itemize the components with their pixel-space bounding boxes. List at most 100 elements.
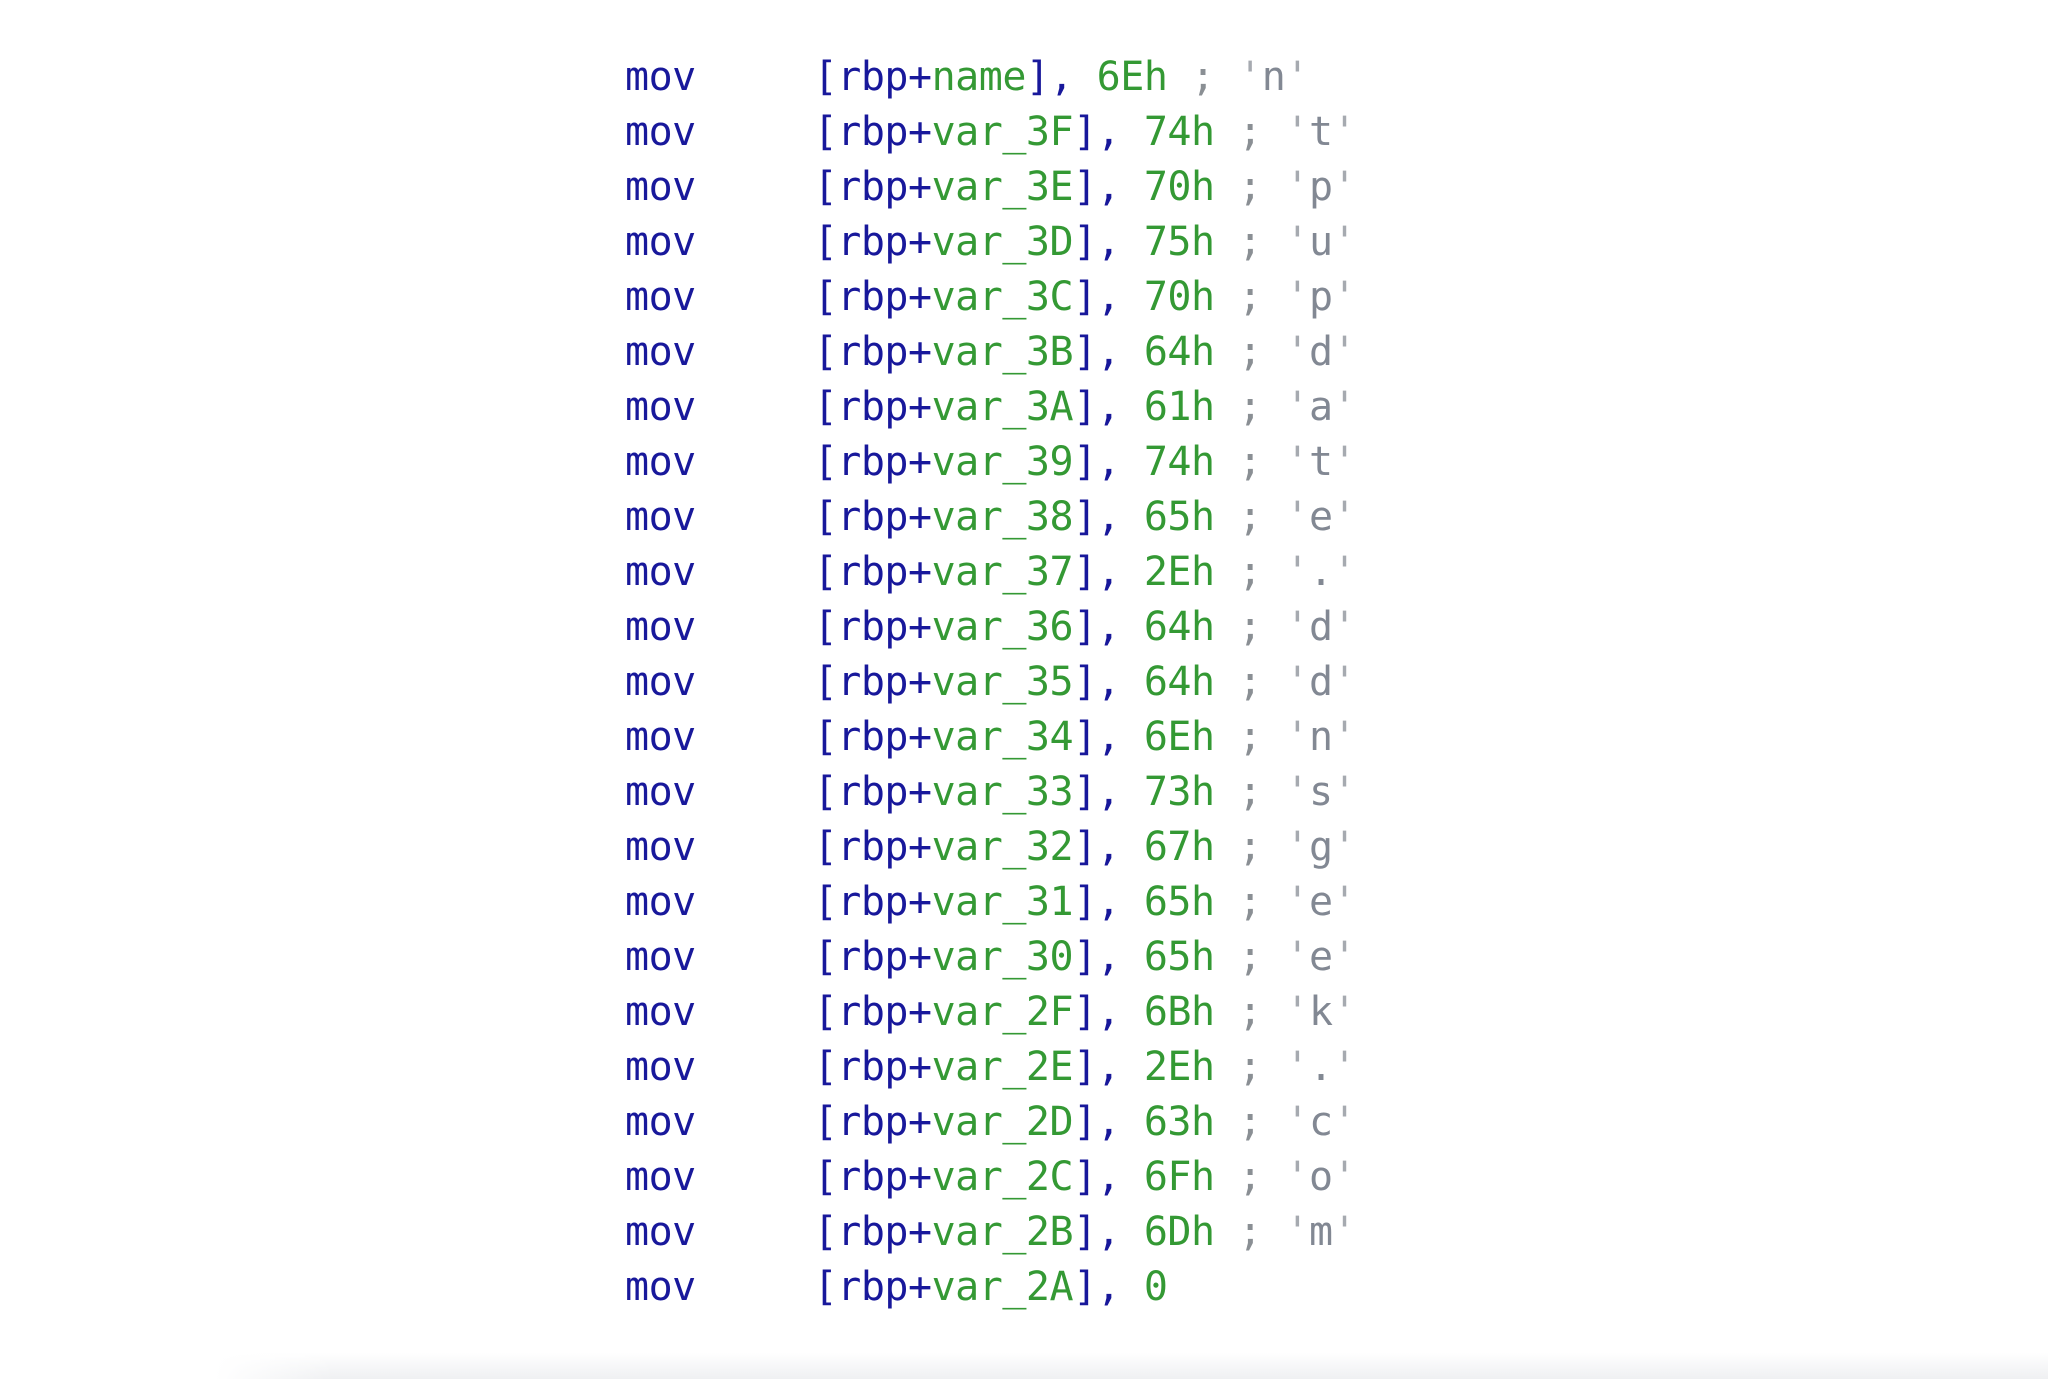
operand-open-bracket: [rbp+ bbox=[813, 329, 932, 375]
stack-var-name[interactable]: var_36 bbox=[931, 604, 1074, 650]
comment-semicolon: ; bbox=[1214, 769, 1286, 815]
stack-var-name[interactable]: var_37 bbox=[931, 549, 1074, 595]
stack-var-name[interactable]: var_2E bbox=[931, 1044, 1074, 1090]
stack-var-name[interactable]: name bbox=[931, 54, 1027, 100]
stack-var-name[interactable]: var_2A bbox=[931, 1264, 1074, 1310]
asm-line[interactable]: mov [rbp+var_3C], 70h ; 'p' bbox=[625, 270, 1357, 325]
operand-close-bracket: ], bbox=[1073, 879, 1144, 925]
stack-var-name[interactable]: var_39 bbox=[931, 439, 1074, 485]
immediate-value[interactable]: 63h bbox=[1143, 1099, 1215, 1145]
immediate-value[interactable]: 6Eh bbox=[1096, 54, 1168, 100]
mnemonic: mov bbox=[625, 219, 696, 265]
immediate-value[interactable]: 64h bbox=[1143, 604, 1215, 650]
asm-line[interactable]: mov [rbp+var_30], 65h ; 'e' bbox=[625, 930, 1357, 985]
char-literal: d bbox=[1308, 659, 1333, 705]
stack-var-name[interactable]: var_38 bbox=[931, 494, 1074, 540]
immediate-value[interactable]: 6Dh bbox=[1143, 1209, 1215, 1255]
operand-open-bracket: [rbp+ bbox=[813, 1209, 932, 1255]
char-literal-open-quote: ' bbox=[1285, 659, 1309, 705]
asm-line[interactable]: mov [rbp+var_2D], 63h ; 'c' bbox=[625, 1095, 1357, 1150]
immediate-value[interactable]: 73h bbox=[1143, 769, 1215, 815]
asm-line[interactable]: mov [rbp+var_33], 73h ; 's' bbox=[625, 765, 1357, 820]
immediate-value[interactable]: 64h bbox=[1143, 329, 1215, 375]
char-literal: g bbox=[1308, 824, 1333, 870]
comment-semicolon: ; bbox=[1214, 329, 1286, 375]
stack-var-name[interactable]: var_3A bbox=[931, 384, 1074, 430]
operand-open-bracket: [rbp+ bbox=[813, 1044, 932, 1090]
immediate-value[interactable]: 65h bbox=[1143, 879, 1215, 925]
operand-open-bracket: [rbp+ bbox=[813, 549, 932, 595]
stack-var-name[interactable]: var_33 bbox=[931, 769, 1074, 815]
char-literal-open-quote: ' bbox=[1285, 274, 1309, 320]
stack-var-name[interactable]: var_3B bbox=[931, 329, 1074, 375]
mnemonic: mov bbox=[625, 879, 696, 925]
char-literal: e bbox=[1308, 494, 1333, 540]
asm-line[interactable]: mov [rbp+var_2B], 6Dh ; 'm' bbox=[625, 1205, 1357, 1260]
mnemonic-padding bbox=[696, 1209, 814, 1255]
mnemonic-padding bbox=[696, 879, 814, 925]
operand-open-bracket: [rbp+ bbox=[813, 219, 932, 265]
stack-var-name[interactable]: var_2D bbox=[931, 1099, 1074, 1145]
asm-line[interactable]: mov [rbp+var_2E], 2Eh ; '.' bbox=[625, 1040, 1357, 1095]
stack-var-name[interactable]: var_30 bbox=[931, 934, 1074, 980]
char-literal: . bbox=[1308, 1044, 1333, 1090]
asm-line[interactable]: mov [rbp+var_3F], 74h ; 't' bbox=[625, 105, 1357, 160]
stack-var-name[interactable]: var_34 bbox=[931, 714, 1074, 760]
stack-var-name[interactable]: var_2B bbox=[931, 1209, 1074, 1255]
asm-line[interactable]: mov [rbp+var_32], 67h ; 'g' bbox=[625, 820, 1357, 875]
asm-line[interactable]: mov [rbp+var_3B], 64h ; 'd' bbox=[625, 325, 1357, 380]
stack-var-name[interactable]: var_32 bbox=[931, 824, 1074, 870]
asm-line[interactable]: mov [rbp+var_2C], 6Fh ; 'o' bbox=[625, 1150, 1357, 1205]
asm-line[interactable]: mov [rbp+var_3E], 70h ; 'p' bbox=[625, 160, 1357, 215]
stack-var-name[interactable]: var_2C bbox=[931, 1154, 1074, 1200]
comment-semicolon: ; bbox=[1214, 1099, 1286, 1145]
immediate-value[interactable]: 0 bbox=[1143, 1264, 1168, 1310]
immediate-value[interactable]: 67h bbox=[1143, 824, 1215, 870]
disassembly-listing[interactable]: mov [rbp+name], 6Eh ; 'n'mov [rbp+var_3F… bbox=[625, 50, 1357, 1315]
asm-line[interactable]: mov [rbp+var_37], 2Eh ; '.' bbox=[625, 545, 1357, 600]
operand-close-bracket: ], bbox=[1073, 824, 1144, 870]
immediate-value[interactable]: 6Eh bbox=[1143, 714, 1215, 760]
asm-line[interactable]: mov [rbp+var_31], 65h ; 'e' bbox=[625, 875, 1357, 930]
asm-line[interactable]: mov [rbp+var_3A], 61h ; 'a' bbox=[625, 380, 1357, 435]
immediate-value[interactable]: 70h bbox=[1143, 274, 1215, 320]
immediate-value[interactable]: 65h bbox=[1143, 494, 1215, 540]
asm-line[interactable]: mov [rbp+var_38], 65h ; 'e' bbox=[625, 490, 1357, 545]
stack-var-name[interactable]: var_35 bbox=[931, 659, 1074, 705]
asm-line[interactable]: mov [rbp+var_2A], 0 bbox=[625, 1260, 1356, 1315]
operand-open-bracket: [rbp+ bbox=[813, 494, 932, 540]
stack-var-name[interactable]: var_31 bbox=[931, 879, 1074, 925]
char-literal-open-quote: ' bbox=[1285, 1154, 1309, 1200]
immediate-value[interactable]: 70h bbox=[1143, 164, 1215, 210]
immediate-value[interactable]: 2Eh bbox=[1143, 1044, 1215, 1090]
immediate-value[interactable]: 2Eh bbox=[1143, 549, 1215, 595]
immediate-value[interactable]: 74h bbox=[1143, 439, 1215, 485]
char-literal-open-quote: ' bbox=[1285, 1099, 1309, 1145]
asm-line[interactable]: mov [rbp+var_35], 64h ; 'd' bbox=[625, 655, 1357, 710]
asm-line[interactable]: mov [rbp+var_39], 74h ; 't' bbox=[625, 435, 1357, 490]
immediate-value[interactable]: 61h bbox=[1143, 384, 1215, 430]
operand-close-bracket: ], bbox=[1073, 164, 1144, 210]
asm-line[interactable]: mov [rbp+name], 6Eh ; 'n' bbox=[625, 50, 1356, 105]
immediate-value[interactable]: 6Bh bbox=[1143, 989, 1215, 1035]
mnemonic: mov bbox=[625, 769, 696, 815]
mnemonic-padding bbox=[696, 384, 814, 430]
asm-line[interactable]: mov [rbp+var_3D], 75h ; 'u' bbox=[625, 215, 1357, 270]
mnemonic-padding bbox=[696, 109, 814, 155]
immediate-value[interactable]: 64h bbox=[1143, 659, 1215, 705]
char-literal-close-quote: ' bbox=[1332, 604, 1357, 650]
stack-var-name[interactable]: var_3D bbox=[931, 219, 1074, 265]
immediate-value[interactable]: 74h bbox=[1143, 109, 1215, 155]
stack-var-name[interactable]: var_3E bbox=[931, 164, 1074, 210]
asm-line[interactable]: mov [rbp+var_2F], 6Bh ; 'k' bbox=[625, 985, 1357, 1040]
immediate-value[interactable]: 65h bbox=[1143, 934, 1215, 980]
stack-var-name[interactable]: var_3C bbox=[931, 274, 1074, 320]
asm-line[interactable]: mov [rbp+var_34], 6Eh ; 'n' bbox=[625, 710, 1357, 765]
stack-var-name[interactable]: var_2F bbox=[931, 989, 1074, 1035]
immediate-value[interactable]: 6Fh bbox=[1143, 1154, 1215, 1200]
char-literal-open-quote: ' bbox=[1285, 824, 1309, 870]
immediate-value[interactable]: 75h bbox=[1143, 219, 1215, 265]
operand-open-bracket: [rbp+ bbox=[813, 1264, 932, 1310]
asm-line[interactable]: mov [rbp+var_36], 64h ; 'd' bbox=[625, 600, 1357, 655]
stack-var-name[interactable]: var_3F bbox=[931, 109, 1074, 155]
